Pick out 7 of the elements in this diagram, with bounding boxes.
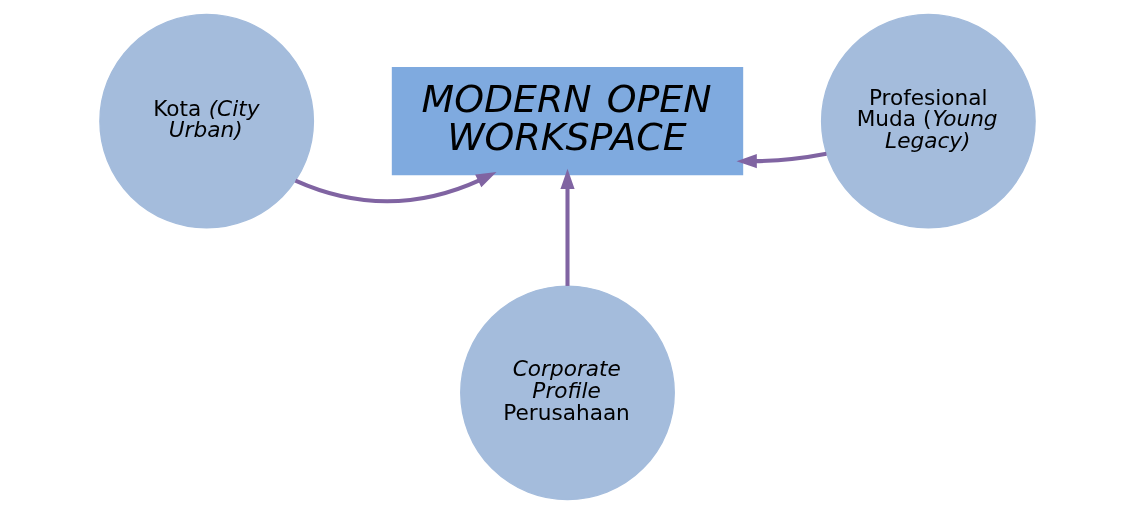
arrow (560, 168, 575, 286)
arrow (294, 171, 497, 203)
node-circle: Kota (City Urban) (99, 13, 315, 229)
node-circle: Corporate Profile Perusahaan (460, 284, 675, 500)
arrow (736, 151, 827, 168)
node-circle: Profesional Muda (Young Legacy) (820, 13, 1036, 229)
node-box: MODERN OPEN WORKSPACE (391, 66, 744, 175)
